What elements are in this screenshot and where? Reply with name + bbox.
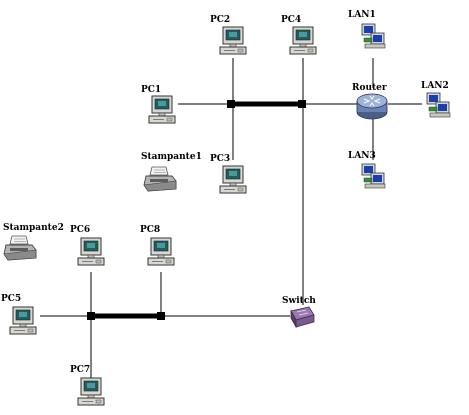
pc5-label: PC5 xyxy=(1,294,21,304)
pc8-label: PC8 xyxy=(140,225,160,235)
lan-icon xyxy=(361,23,386,49)
computer-icon xyxy=(219,26,247,55)
upper-links xyxy=(178,58,422,305)
switch-label: Switch xyxy=(282,296,316,306)
computer-icon xyxy=(148,95,176,124)
router-icon xyxy=(356,93,388,120)
pc4-label: PC4 xyxy=(281,15,301,25)
printer-icon xyxy=(143,166,177,192)
lower-links xyxy=(40,272,290,380)
lan-icon xyxy=(361,163,386,189)
pc1-label: PC1 xyxy=(141,85,161,95)
lan1-label: LAN1 xyxy=(348,10,376,20)
pc7[interactable]: PC7 xyxy=(70,365,105,406)
switch-icon xyxy=(290,306,315,329)
pc5[interactable]: PC5 xyxy=(1,294,37,335)
computer-icon xyxy=(77,377,105,406)
stampante1[interactable]: Stampante1 xyxy=(141,152,202,192)
computer-icon xyxy=(289,26,317,55)
computer-icon xyxy=(77,237,105,266)
pc7-label: PC7 xyxy=(70,365,90,375)
computer-icon xyxy=(9,306,37,335)
lan3-label: LAN3 xyxy=(348,151,376,161)
junction-node xyxy=(157,312,165,320)
pc6-label: PC6 xyxy=(70,225,90,235)
pc8[interactable]: PC8 xyxy=(140,225,175,266)
pc2[interactable]: PC2 xyxy=(210,15,247,55)
pc6[interactable]: PC6 xyxy=(70,225,105,266)
pc3-label: PC3 xyxy=(210,154,230,164)
computer-icon xyxy=(219,165,247,194)
pc4[interactable]: PC4 xyxy=(281,15,317,55)
lan-icon xyxy=(426,92,451,118)
junctions xyxy=(87,100,306,320)
junction-node xyxy=(298,100,306,108)
pc1[interactable]: PC1 xyxy=(141,85,176,124)
junction-node xyxy=(227,100,235,108)
lan2-label: LAN2 xyxy=(421,81,449,91)
stampante2-label: Stampante2 xyxy=(3,223,64,233)
pc3[interactable]: PC3 xyxy=(210,154,247,194)
router[interactable]: Router xyxy=(352,83,388,120)
lan1[interactable]: LAN1 xyxy=(348,10,386,49)
lan2[interactable]: LAN2 xyxy=(421,81,451,118)
junction-node xyxy=(87,312,95,320)
switch[interactable]: Switch xyxy=(282,296,316,329)
stampante1-label: Stampante1 xyxy=(141,152,202,162)
router-label: Router xyxy=(352,83,387,93)
stampante2[interactable]: Stampante2 xyxy=(3,223,64,261)
computer-icon xyxy=(147,237,175,266)
printer-icon xyxy=(3,235,37,261)
pc2-label: PC2 xyxy=(210,15,230,25)
lan3[interactable]: LAN3 xyxy=(348,151,386,189)
